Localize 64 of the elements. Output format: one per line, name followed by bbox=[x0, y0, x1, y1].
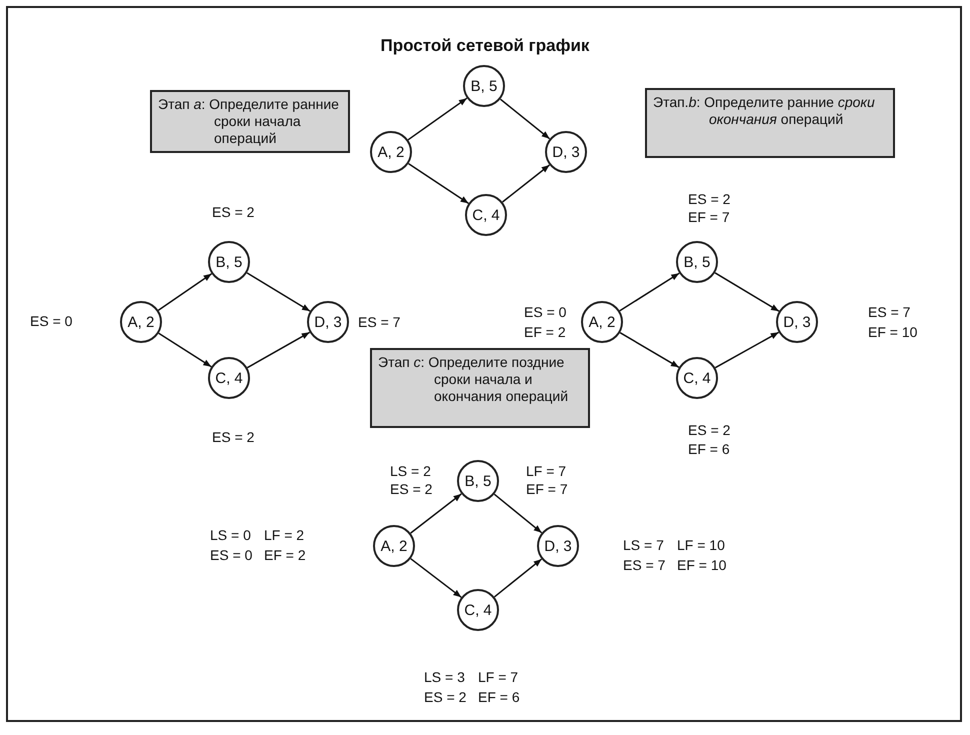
arrow bbox=[158, 332, 212, 368]
time-value: ES = 2 bbox=[688, 190, 730, 208]
time-value: LF = 7 bbox=[478, 668, 518, 686]
arrow bbox=[494, 558, 542, 598]
arrow bbox=[619, 272, 680, 312]
activity-circle: D, 3 bbox=[776, 301, 818, 343]
activity-circle: C, 4 bbox=[457, 589, 499, 631]
time-value: ES = 2 bbox=[212, 428, 254, 446]
time-value: EF = 10 bbox=[868, 323, 918, 341]
time-value: EF = 2 bbox=[524, 323, 566, 341]
arrow bbox=[158, 273, 212, 311]
step-note-box: Этап.b: Определите ранние сроки окончания операций bbox=[645, 88, 895, 158]
time-value: ES = 7 bbox=[868, 303, 910, 321]
activity-circle: C, 4 bbox=[465, 194, 507, 236]
time-value: LS = 0 bbox=[210, 526, 251, 544]
time-value: LF = 7 bbox=[526, 462, 566, 480]
arrow bbox=[410, 493, 462, 534]
time-value: ES = 2 bbox=[424, 688, 466, 706]
time-value: LF = 2 bbox=[264, 526, 304, 544]
time-value: LS = 2 bbox=[390, 462, 431, 480]
time-value: ES = 0 bbox=[210, 546, 252, 564]
activity-circle: B, 5 bbox=[676, 241, 718, 283]
activity-circle: A, 2 bbox=[581, 301, 623, 343]
arrow bbox=[410, 558, 462, 598]
time-value: EF = 6 bbox=[688, 440, 730, 458]
arrow bbox=[714, 332, 780, 368]
arrow bbox=[620, 332, 680, 368]
time-value: LS = 7 bbox=[623, 536, 664, 554]
activity-circle: B, 5 bbox=[457, 460, 499, 502]
arrow bbox=[494, 494, 542, 534]
time-value: ES = 2 bbox=[212, 203, 254, 221]
activity-circle: D, 3 bbox=[307, 301, 349, 343]
time-value: ES = 2 bbox=[688, 421, 730, 439]
activity-circle: B, 5 bbox=[463, 65, 505, 107]
arrow bbox=[502, 164, 550, 203]
time-value: ES = 7 bbox=[623, 556, 666, 574]
time-value: EF = 7 bbox=[688, 208, 730, 226]
arrow bbox=[246, 332, 310, 368]
step-note-box: Этап a: Определите ранние сроки начала операций bbox=[150, 90, 350, 153]
activity-circle: B, 5 bbox=[208, 241, 250, 283]
arrow bbox=[500, 98, 550, 140]
time-value: ES = 7 bbox=[358, 313, 400, 331]
activity-circle: A, 2 bbox=[120, 301, 162, 343]
activity-circle: D, 3 bbox=[537, 525, 579, 567]
activity-circle: C, 4 bbox=[208, 357, 250, 399]
time-value: ES = 0 bbox=[524, 303, 566, 321]
activity-circle: A, 2 bbox=[370, 131, 412, 173]
time-value: LS = 3 bbox=[424, 668, 465, 686]
time-value: EF = 6 bbox=[478, 688, 520, 706]
arrow bbox=[714, 272, 780, 312]
time-value: LF = 10 bbox=[677, 536, 725, 554]
time-value: EF = 7 bbox=[526, 480, 568, 498]
diagram-title: Простой сетевой график bbox=[380, 36, 590, 56]
activity-circle: D, 3 bbox=[545, 131, 587, 173]
arrow bbox=[408, 162, 469, 204]
time-value: ES = 2 bbox=[390, 480, 432, 498]
step-note-box: Этап c: Определите поздние сроки начала и окончания операций bbox=[370, 348, 590, 428]
activity-circle: A, 2 bbox=[373, 525, 415, 567]
time-value: EF = 10 bbox=[677, 556, 726, 574]
time-value: EF = 2 bbox=[264, 546, 306, 564]
time-value: ES = 0 bbox=[30, 312, 72, 330]
arrow bbox=[408, 98, 468, 140]
activity-circle: C, 4 bbox=[676, 357, 718, 399]
arrow bbox=[246, 272, 310, 312]
